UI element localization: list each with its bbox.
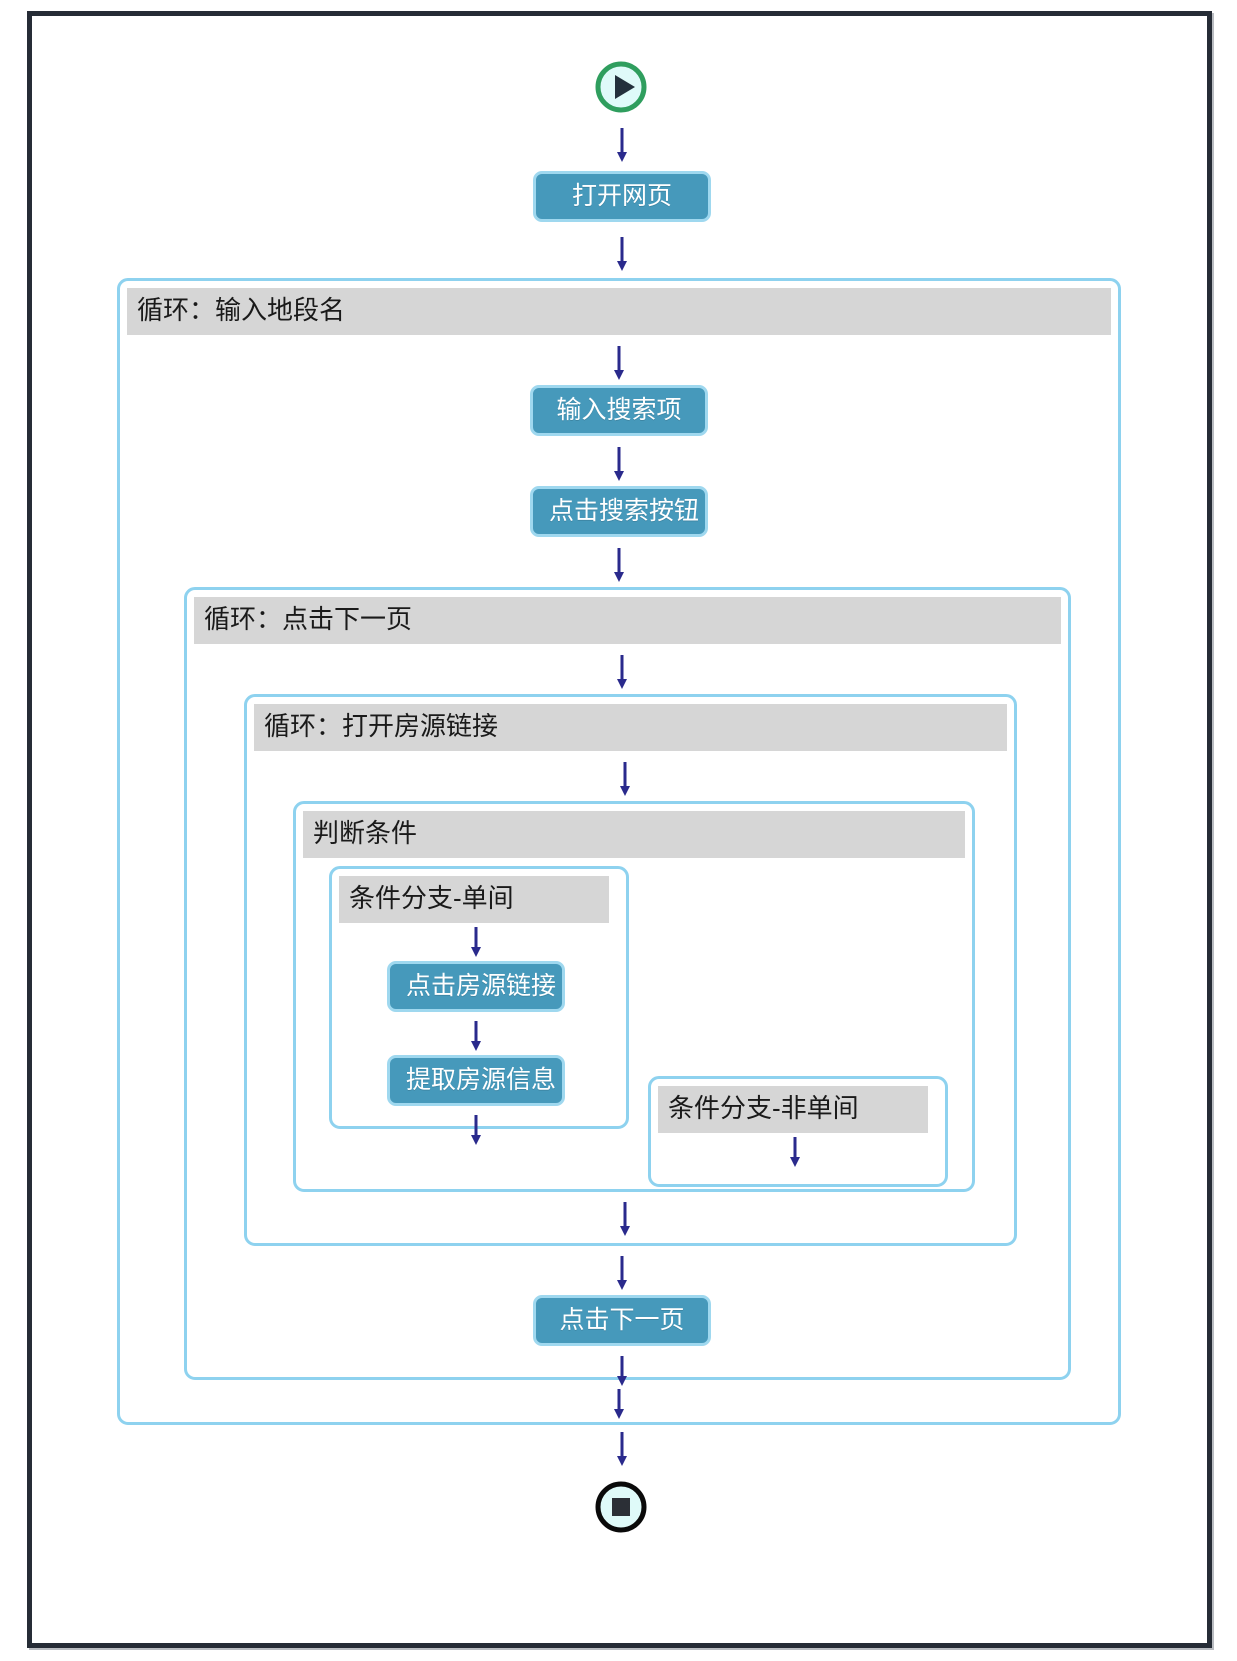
node-click-listing-link[interactable]: 点击房源链接: [387, 961, 565, 1012]
block-branch-non-single-title: 条件分支-非单间: [658, 1086, 928, 1133]
flowchart-canvas: 打开网页 循环：输入地段名 输入搜索项 点击搜索按钮: [32, 16, 1207, 1643]
node-click-next-page-label: 点击下一页: [559, 1306, 685, 1334]
arrow-to-condition: [618, 762, 632, 796]
block-branch-single[interactable]: 条件分支-单间 点击房源链接 提取房源信息: [329, 866, 629, 1145]
node-open-page[interactable]: 打开网页: [533, 171, 711, 222]
block-loop-open-listing-title: 循环：打开房源链接: [254, 704, 1007, 751]
block-condition-title: 判断条件: [303, 811, 965, 858]
arrow-click-next-page-exit: [615, 1356, 629, 1386]
block-branch-non-single[interactable]: 条件分支-非单间: [648, 1076, 948, 1187]
node-extract-listing-info-label: 提取房源信息: [406, 1066, 557, 1094]
node-input-search-term[interactable]: 输入搜索项: [530, 385, 708, 436]
end-marker[interactable]: [592, 1478, 650, 1536]
arrow-click-listing-to-extract: [469, 1021, 483, 1051]
arrow-condition-exit: [618, 1202, 632, 1236]
node-click-next-page[interactable]: 点击下一页: [533, 1295, 711, 1346]
start-marker[interactable]: [592, 58, 650, 116]
arrow-loop-open-listing-exit: [615, 1256, 629, 1290]
block-condition[interactable]: 判断条件 条件分支-单间 点击房源链接: [293, 801, 975, 1192]
block-loop-input-district[interactable]: 循环：输入地段名 输入搜索项 点击搜索按钮 循环：点击下一页: [117, 278, 1121, 1425]
arrow-branch-non-single-exit: [788, 1137, 802, 1167]
arrow-start-to-open-page: [615, 128, 629, 162]
node-click-search-button-label: 点击搜索按钮: [549, 497, 700, 525]
arrow-loop-district-to-end: [615, 1432, 629, 1466]
diagram-frame: 打开网页 循环：输入地段名 输入搜索项 点击搜索按钮: [27, 11, 1212, 1648]
arrow-to-click-search-button: [612, 447, 626, 481]
block-branch-single-title: 条件分支-单间: [339, 876, 609, 923]
arrow-branch-single-exit: [469, 1115, 483, 1145]
block-loop-open-listing[interactable]: 循环：打开房源链接 判断条件 条件分支-单间: [244, 694, 1017, 1246]
arrow-loop-next-page-exit: [612, 1389, 626, 1419]
arrow-open-page-to-loop-district: [615, 237, 629, 271]
node-extract-listing-info[interactable]: 提取房源信息: [387, 1055, 565, 1106]
arrow-to-input-search-term: [612, 346, 626, 380]
block-loop-click-next-page[interactable]: 循环：点击下一页 循环：打开房源链接 判断条件 条件分支-: [184, 587, 1071, 1386]
arrow-branch-single-to-click-listing: [469, 927, 483, 957]
node-input-search-term-label: 输入搜索项: [556, 396, 682, 424]
block-loop-click-next-page-title: 循环：点击下一页: [194, 597, 1061, 644]
arrow-to-loop-open-listing: [615, 655, 629, 689]
block-loop-input-district-title: 循环：输入地段名: [127, 288, 1111, 335]
node-click-search-button[interactable]: 点击搜索按钮: [530, 486, 708, 537]
node-click-listing-link-label: 点击房源链接: [406, 972, 557, 1000]
node-open-page-label: 打开网页: [571, 182, 672, 210]
arrow-to-loop-next-page: [612, 548, 626, 582]
